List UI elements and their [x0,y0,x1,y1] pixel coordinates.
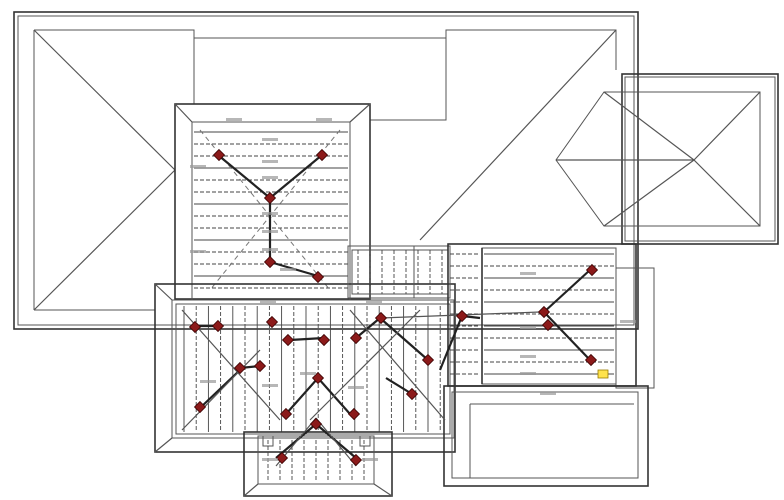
annotation-mark [190,250,206,253]
support-post-icon [347,407,361,421]
support-post-icon [349,453,363,467]
support-post-icon [349,331,363,345]
annotation-mark [520,272,536,275]
annotation-mark [540,392,556,395]
support-post-icon [421,353,435,367]
middle-joists [357,250,443,294]
support-post-icon [374,311,388,325]
strut [385,377,413,395]
annotation-mark [260,300,276,303]
upper-diagonals [199,129,341,291]
middle-connector [347,245,451,299]
right-wing-roof [555,73,779,245]
support-post-icon [281,333,295,347]
strut [438,315,464,371]
annotation-mark [620,320,636,323]
annotation-mark [520,355,536,358]
annotation-mark [300,372,316,375]
main-hip-roof [13,11,639,330]
bottom-porch [243,431,393,497]
support-post-icon [317,333,331,347]
annotation-mark [520,372,536,375]
annotation-mark [226,118,242,121]
selection-handle-icon[interactable] [597,369,609,379]
support-post-icon [263,255,277,269]
annotation-marks [190,118,636,461]
annotation-mark [262,230,278,233]
annotation-mark [348,386,364,389]
annotation-mark [262,160,278,163]
support-post-icon [315,148,329,162]
support-post-icon [263,191,277,205]
annotation-mark [200,380,216,383]
support-post-icon [311,371,325,385]
annotation-mark [262,138,278,141]
support-post-icon [584,353,598,367]
support-post-icon [585,263,599,277]
annotation-mark [280,268,296,271]
annotation-mark [366,300,382,303]
support-post-icon [211,319,225,333]
strut [315,423,357,459]
strut [269,154,323,199]
right-lower-roof [443,385,649,487]
roof-struts [195,154,591,459]
strut [543,269,591,313]
support-post-icon [253,359,267,373]
annotation-mark [362,458,378,461]
upper-framing-block [174,103,371,301]
support-post-icon [212,148,226,162]
support-post-icon [279,407,293,421]
upper-joists [194,131,348,289]
strut [285,377,319,415]
support-post-icon [455,309,469,323]
annotation-mark [520,326,536,329]
strut [543,311,591,361]
strut [379,317,429,361]
annotation-mark [262,176,278,179]
annotation-mark [190,165,206,168]
annotation-mark [316,118,332,121]
support-posts [188,148,599,467]
annotation-mark [262,212,278,215]
strut [199,369,241,409]
support-post-icon [537,305,551,319]
support-post-icon [233,361,247,375]
support-post-icon [311,270,325,284]
support-post-icon [405,387,419,401]
strut [275,423,317,459]
support-post-icon [309,417,323,431]
strut [355,317,381,339]
strut [217,154,271,199]
support-post-icon [275,451,289,465]
annotation-mark [262,384,278,387]
support-post-icon [188,320,202,334]
lower-band [154,283,456,453]
support-post-icon [193,400,207,414]
strut [289,336,325,342]
support-post-icon [541,318,555,332]
annotation-mark [262,458,278,461]
support-post-icon [265,315,279,329]
annotation-mark [262,248,278,251]
